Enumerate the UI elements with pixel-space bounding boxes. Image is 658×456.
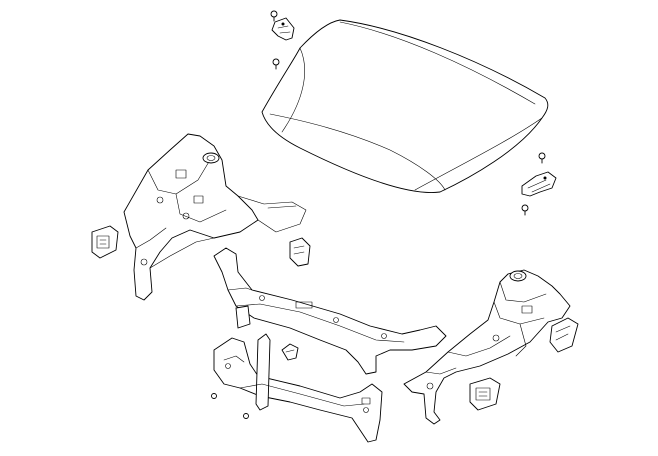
bolt — [270, 10, 278, 22]
right-apron-bracket — [469, 377, 501, 411]
hood-hinge-right — [521, 171, 557, 197]
hood — [261, 19, 549, 193]
hood-hinge-left — [271, 17, 295, 41]
left-apron-small-bracket — [289, 237, 311, 267]
bolt — [538, 152, 546, 164]
left-front-apron-assembly — [123, 133, 307, 301]
right-front-apron-assembly — [403, 269, 579, 425]
bolt — [272, 58, 280, 70]
left-apron-bracket — [91, 225, 119, 259]
bolt — [243, 413, 249, 419]
upper-radiator-support — [213, 247, 447, 375]
bolt — [521, 204, 529, 216]
bolt — [211, 393, 217, 399]
radiator-support-clip — [281, 343, 299, 361]
lower-radiator-support — [213, 333, 383, 443]
